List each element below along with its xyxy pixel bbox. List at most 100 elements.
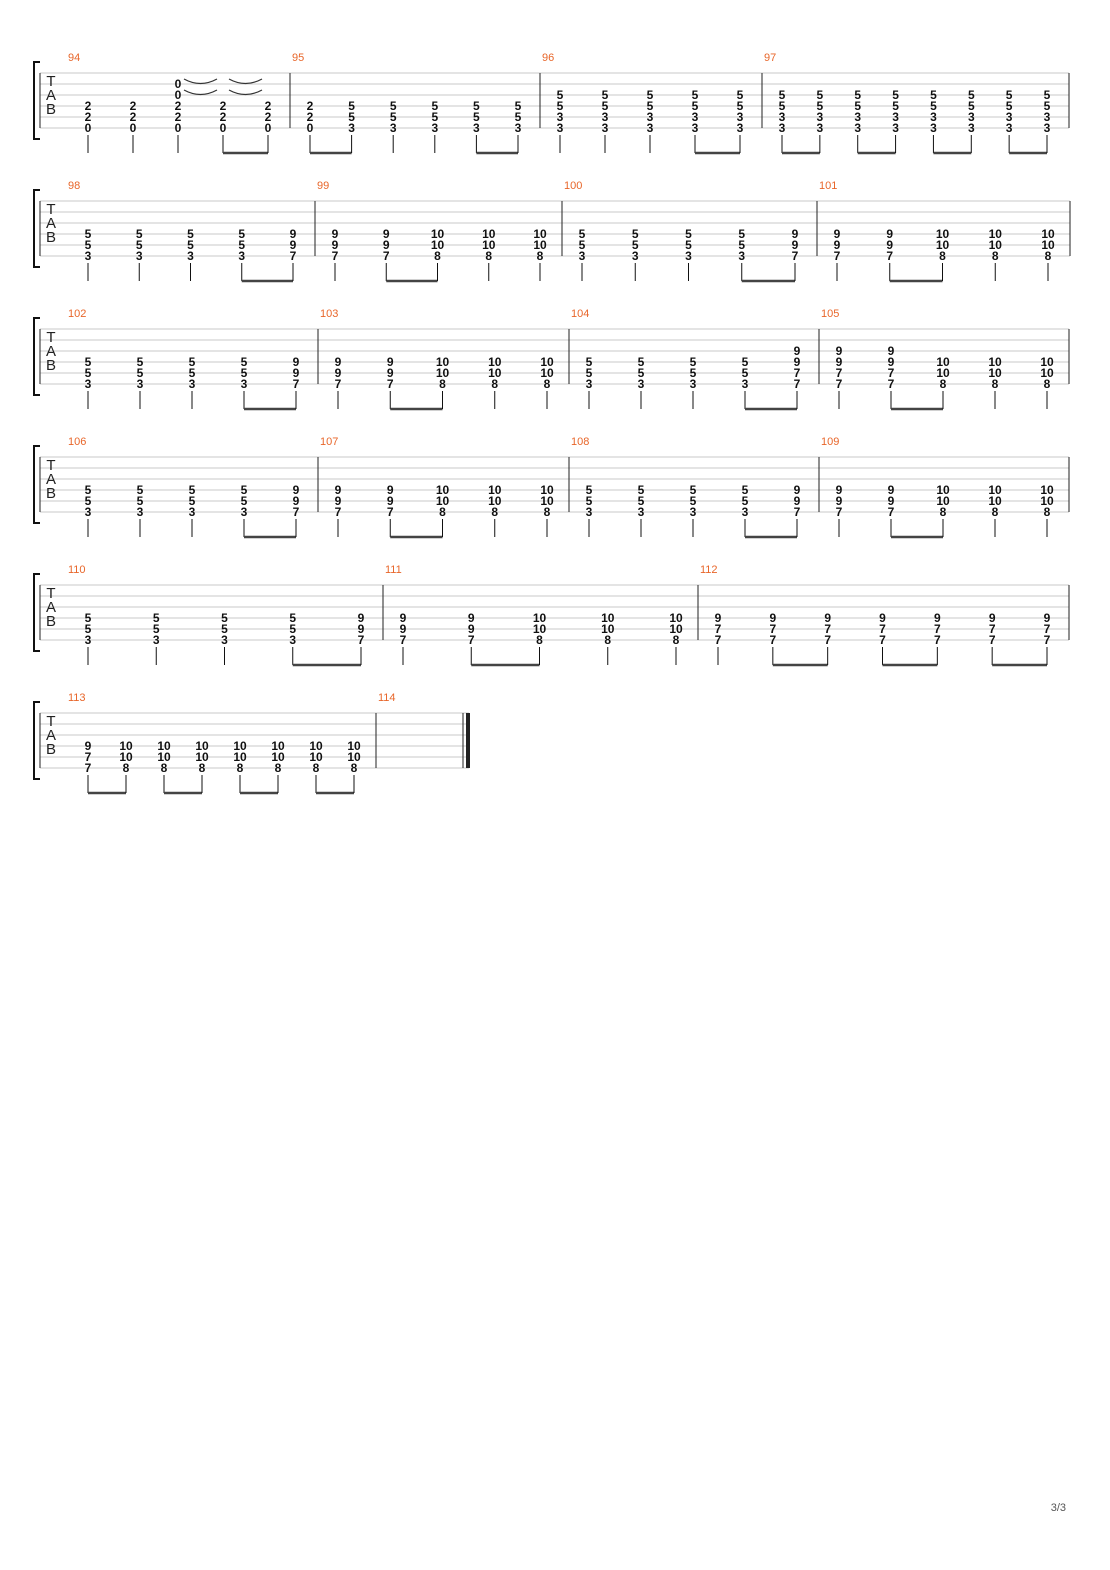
fret-number: 10	[436, 366, 450, 380]
fret-number: 5	[692, 88, 699, 102]
chord: 997	[834, 227, 841, 281]
fret-number: 10	[482, 227, 496, 241]
measure: 114	[378, 692, 470, 768]
fret-number: 9	[335, 355, 342, 369]
fret-number: 9	[769, 611, 776, 625]
chord: 553	[137, 355, 144, 409]
tab-clef-letter: B	[46, 101, 56, 118]
fret-number: 9	[824, 611, 831, 625]
fret-number: 3	[930, 110, 937, 124]
fret-number: 5	[632, 227, 639, 241]
fret-number: 8	[992, 249, 999, 263]
fret-number: 7	[85, 761, 92, 775]
fret-number: 7	[1044, 622, 1051, 636]
chord: 977	[989, 611, 1047, 667]
chord: 220	[130, 99, 137, 153]
fret-number: 5	[241, 483, 248, 497]
fret-number: 7	[1044, 633, 1051, 647]
fret-number: 3	[638, 505, 645, 519]
fret-number: 7	[400, 633, 407, 647]
measure-number: 102	[68, 308, 86, 320]
fret-number: 7	[934, 622, 941, 636]
fret-number: 5	[854, 88, 861, 102]
fret-number: 10	[1040, 366, 1054, 380]
chord: 553	[189, 355, 196, 409]
chord: 997	[468, 611, 540, 667]
tab-system: TAB1065535535535539971079979971010810108…	[33, 436, 1070, 539]
fret-number: 10	[540, 355, 554, 369]
chord: 553	[241, 483, 296, 539]
fret-number: 9	[1044, 611, 1051, 625]
fret-number: 5	[737, 99, 744, 113]
fret-number: 5	[85, 366, 92, 380]
fret-number: 3	[189, 505, 196, 519]
fret-number: 2	[220, 110, 227, 124]
fret-number: 5	[557, 99, 564, 113]
fret-number: 5	[241, 366, 248, 380]
fret-number: 5	[187, 227, 194, 241]
chord: 553	[153, 611, 160, 665]
fret-number: 3	[1044, 121, 1051, 135]
fret-number: 5	[892, 99, 899, 113]
fret-number: 5	[137, 355, 144, 369]
fret-number: 7	[989, 633, 996, 647]
fret-number: 9	[332, 227, 339, 241]
fret-number: 5	[1006, 99, 1013, 113]
chord: 997	[387, 483, 443, 539]
fret-number: 5	[137, 366, 144, 380]
fret-number: 5	[602, 88, 609, 102]
fret-number: 3	[137, 505, 144, 519]
chord: 553	[85, 483, 92, 537]
fret-number: 8	[439, 505, 446, 519]
measure-number: 98	[68, 180, 80, 192]
fret-number: 9	[888, 355, 895, 369]
fret-number: 8	[992, 377, 999, 391]
tie-arc	[183, 78, 218, 85]
fret-number: 5	[473, 110, 480, 124]
fret-number: 5	[685, 227, 692, 241]
fret-number: 9	[794, 483, 801, 497]
fret-number: 9	[834, 227, 841, 241]
fret-number: 8	[313, 761, 320, 775]
fret-number: 10	[533, 238, 547, 252]
fret-number: 9	[794, 344, 801, 358]
fret-number: 5	[348, 99, 355, 113]
tab-clef-letter: A	[46, 599, 56, 616]
fret-number: 5	[431, 110, 438, 124]
fret-number: 10	[157, 739, 171, 753]
fret-number: 5	[854, 99, 861, 113]
fret-number: 7	[989, 622, 996, 636]
chord: 553	[85, 611, 92, 665]
tab-clef-letter: A	[46, 727, 56, 744]
fret-number: 5	[742, 483, 749, 497]
fret-number: 3	[515, 121, 522, 135]
chord: 997	[293, 355, 300, 409]
fret-number: 9	[293, 483, 300, 497]
fret-number: 3	[647, 121, 654, 135]
tab-clef-letter: A	[46, 215, 56, 232]
fret-number: 7	[824, 622, 831, 636]
fret-number: 3	[779, 110, 786, 124]
fret-number: 9	[792, 238, 799, 252]
fret-number: 7	[886, 249, 893, 263]
chord: 220	[85, 99, 92, 153]
fret-number: 5	[431, 99, 438, 113]
fret-number: 10	[533, 611, 547, 625]
fret-number: 5	[647, 99, 654, 113]
fret-number: 10	[540, 366, 554, 380]
page-number: 3/3	[1050, 1502, 1066, 1514]
fret-number: 3	[817, 121, 824, 135]
fret-number: 5	[690, 483, 697, 497]
fret-number: 3	[602, 121, 609, 135]
fret-number: 8	[491, 505, 498, 519]
fret-number: 5	[515, 110, 522, 124]
